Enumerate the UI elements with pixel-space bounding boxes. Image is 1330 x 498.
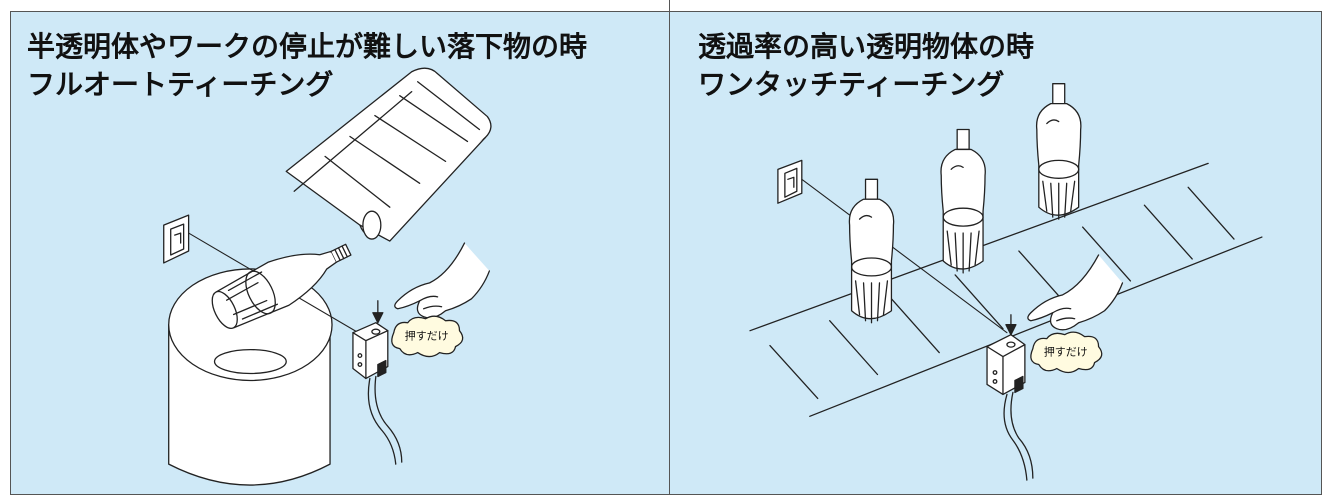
right-panel-title: 透過率の高い透明物体の時 ワンタッチティーチング bbox=[698, 28, 1034, 104]
right-panel-one-touch-teaching: 透過率の高い透明物体の時 ワンタッチティーチング bbox=[669, 11, 1322, 495]
left-panel-title: 半透明体やワークの停止が難しい落下物の時 フルオートティーチング bbox=[27, 28, 587, 104]
right-title-line1: 透過率の高い透明物体の時 bbox=[698, 30, 1035, 63]
right-title-line2: ワンタッチティーチング bbox=[698, 68, 1005, 101]
press-arrow bbox=[1005, 314, 1017, 336]
push-bubble: 押すだけ bbox=[391, 315, 464, 358]
chute-illustration bbox=[285, 67, 492, 242]
left-title-line1: 半透明体やワークの停止が難しい落下物の時 bbox=[27, 30, 588, 63]
photoelectric-sensor bbox=[352, 322, 403, 465]
falling-bottle bbox=[211, 243, 352, 330]
bottle-2 bbox=[940, 128, 986, 274]
bottle-1 bbox=[848, 178, 895, 324]
pointing-hand bbox=[1027, 254, 1124, 331]
left-illustration: 押すだけ bbox=[163, 67, 492, 486]
push-only-label: 押すだけ bbox=[405, 329, 449, 343]
push-only-label: 押すだけ bbox=[1044, 345, 1088, 359]
reflector-plate bbox=[163, 214, 190, 264]
left-panel-full-auto-teaching: 半透明体やワークの停止が難しい落下物の時 フルオートティーチング bbox=[10, 11, 670, 495]
light-beam bbox=[801, 178, 1008, 334]
right-illustration: 押すだけ bbox=[749, 83, 1263, 481]
pointing-hand bbox=[394, 242, 491, 319]
photoelectric-sensor bbox=[986, 334, 1034, 481]
left-title-line2: フルオートティーチング bbox=[27, 68, 334, 101]
press-arrow bbox=[372, 300, 384, 324]
reflector-plate bbox=[777, 159, 803, 204]
bottle-3 bbox=[1035, 83, 1082, 220]
top-divider-tick bbox=[669, 0, 670, 11]
push-bubble: 押すだけ bbox=[1030, 331, 1103, 374]
